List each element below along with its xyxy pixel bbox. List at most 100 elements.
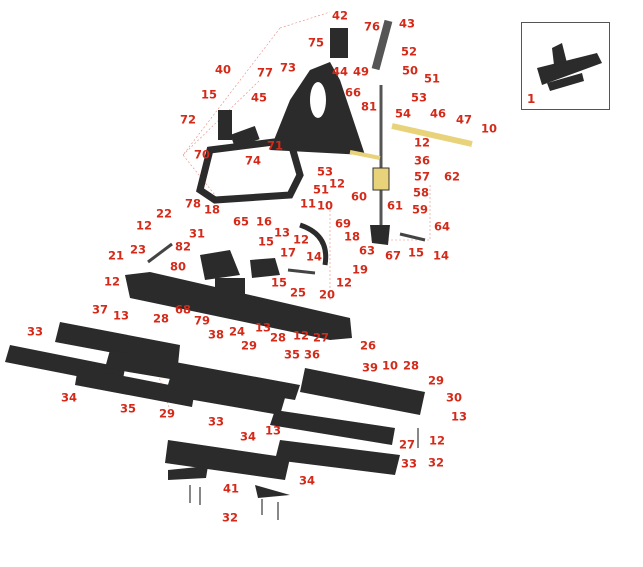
callout-label-34[interactable]: 34: [298, 473, 316, 488]
callout-label-34[interactable]: 34: [239, 429, 257, 444]
callout-label-52[interactable]: 52: [400, 44, 418, 59]
callout-label-28[interactable]: 28: [269, 330, 287, 345]
callout-label-78[interactable]: 78: [184, 196, 202, 211]
callout-label-17[interactable]: 17: [279, 245, 297, 260]
callout-label-60[interactable]: 60: [350, 189, 368, 204]
callout-label-33[interactable]: 33: [207, 414, 225, 429]
callout-label-44[interactable]: 44: [331, 64, 349, 79]
callout-label-58[interactable]: 58: [412, 185, 430, 200]
callout-label-15[interactable]: 15: [257, 234, 275, 249]
callout-label-18[interactable]: 18: [343, 229, 361, 244]
callout-label-25[interactable]: 25: [289, 285, 307, 300]
callout-label-35[interactable]: 35: [119, 401, 137, 416]
callout-label-64[interactable]: 64: [433, 219, 451, 234]
callout-label-77[interactable]: 77: [256, 65, 274, 80]
callout-label-57[interactable]: 57: [413, 169, 431, 184]
callout-label-32[interactable]: 32: [221, 510, 239, 525]
callout-label-37[interactable]: 37: [91, 302, 109, 317]
callout-label-51[interactable]: 51: [423, 71, 441, 86]
callout-label-74[interactable]: 74: [244, 153, 262, 168]
callout-label-42[interactable]: 42: [331, 8, 349, 23]
callout-label-62[interactable]: 62: [443, 169, 461, 184]
callout-label-15[interactable]: 15: [200, 87, 218, 102]
callout-label-16[interactable]: 16: [255, 214, 273, 229]
callout-label-27[interactable]: 27: [398, 437, 416, 452]
callout-label-49[interactable]: 49: [352, 64, 370, 79]
callout-label-82[interactable]: 82: [174, 239, 192, 254]
callout-label-12[interactable]: 12: [335, 275, 353, 290]
callout-label-18[interactable]: 18: [203, 202, 221, 217]
callout-label-33[interactable]: 33: [400, 456, 418, 471]
callout-label-36[interactable]: 36: [303, 347, 321, 362]
callout-label-54[interactable]: 54: [394, 106, 412, 121]
callout-label-53[interactable]: 53: [316, 164, 334, 179]
callout-label-63[interactable]: 63: [358, 243, 376, 258]
callout-label-75[interactable]: 75: [307, 35, 325, 50]
callout-label-28[interactable]: 28: [152, 311, 170, 326]
callout-label-35[interactable]: 35: [283, 347, 301, 362]
callout-label-53[interactable]: 53: [410, 90, 428, 105]
callout-label-80[interactable]: 80: [169, 259, 187, 274]
callout-label-47[interactable]: 47: [455, 112, 473, 127]
callout-label-13[interactable]: 13: [273, 225, 291, 240]
callout-label-50[interactable]: 50: [401, 63, 419, 78]
callout-label-13[interactable]: 13: [112, 308, 130, 323]
callout-label-68[interactable]: 68: [174, 302, 192, 317]
callout-label-11[interactable]: 11: [299, 196, 317, 211]
callout-label-45[interactable]: 45: [250, 90, 268, 105]
callout-label-10[interactable]: 10: [480, 121, 498, 136]
callout-label-36[interactable]: 36: [413, 153, 431, 168]
callout-label-15[interactable]: 15: [270, 275, 288, 290]
callout-label-23[interactable]: 23: [129, 242, 147, 257]
callout-label-22[interactable]: 22: [155, 206, 173, 221]
callout-label-12[interactable]: 12: [292, 232, 310, 247]
callout-label-66[interactable]: 66: [344, 85, 362, 100]
callout-label-15[interactable]: 15: [407, 245, 425, 260]
callout-label-34[interactable]: 34: [60, 390, 78, 405]
callout-label-12[interactable]: 12: [135, 218, 153, 233]
callout-label-31[interactable]: 31: [188, 226, 206, 241]
callout-label-12[interactable]: 12: [413, 135, 431, 150]
callout-label-40[interactable]: 40: [214, 62, 232, 77]
callout-label-76[interactable]: 76: [363, 19, 381, 34]
callout-label-39[interactable]: 39: [361, 360, 379, 375]
callout-label-14[interactable]: 14: [305, 249, 323, 264]
callout-label-79[interactable]: 79: [193, 313, 211, 328]
callout-label-13[interactable]: 13: [450, 409, 468, 424]
callout-label-24[interactable]: 24: [228, 324, 246, 339]
callout-label-51[interactable]: 51: [312, 182, 330, 197]
callout-label-28[interactable]: 28: [402, 358, 420, 373]
callout-label-14[interactable]: 14: [432, 248, 450, 263]
callout-label-10[interactable]: 10: [316, 198, 334, 213]
callout-label-21[interactable]: 21: [107, 248, 125, 263]
callout-label-43[interactable]: 43: [398, 16, 416, 31]
callout-label-27[interactable]: 27: [312, 330, 330, 345]
callout-label-69[interactable]: 69: [334, 216, 352, 231]
callout-label-12[interactable]: 12: [103, 274, 121, 289]
callout-label-41[interactable]: 41: [222, 481, 240, 496]
callout-label-20[interactable]: 20: [318, 287, 336, 302]
callout-label-73[interactable]: 73: [279, 60, 297, 75]
callout-label-65[interactable]: 65: [232, 214, 250, 229]
callout-label-72[interactable]: 72: [179, 112, 197, 127]
callout-label-19[interactable]: 19: [351, 262, 369, 277]
callout-label-67[interactable]: 67: [384, 248, 402, 263]
callout-label-71[interactable]: 71: [266, 138, 284, 153]
callout-label-13[interactable]: 13: [264, 423, 282, 438]
callout-label-81[interactable]: 81: [360, 99, 378, 114]
callout-label-12[interactable]: 12: [328, 176, 346, 191]
callout-label-12[interactable]: 12: [292, 328, 310, 343]
callout-label-13[interactable]: 13: [254, 320, 272, 335]
callout-label-29[interactable]: 29: [427, 373, 445, 388]
callout-label-33[interactable]: 33: [26, 324, 44, 339]
callout-label-38[interactable]: 38: [207, 327, 225, 342]
callout-label-46[interactable]: 46: [429, 106, 447, 121]
callout-label-29[interactable]: 29: [158, 406, 176, 421]
callout-label-12[interactable]: 12: [428, 433, 446, 448]
callout-label-29[interactable]: 29: [240, 338, 258, 353]
callout-label-30[interactable]: 30: [445, 390, 463, 405]
callout-label-70[interactable]: 70: [193, 147, 211, 162]
callout-label-61[interactable]: 61: [386, 198, 404, 213]
callout-label-26[interactable]: 26: [359, 338, 377, 353]
callout-label-59[interactable]: 59: [411, 202, 429, 217]
